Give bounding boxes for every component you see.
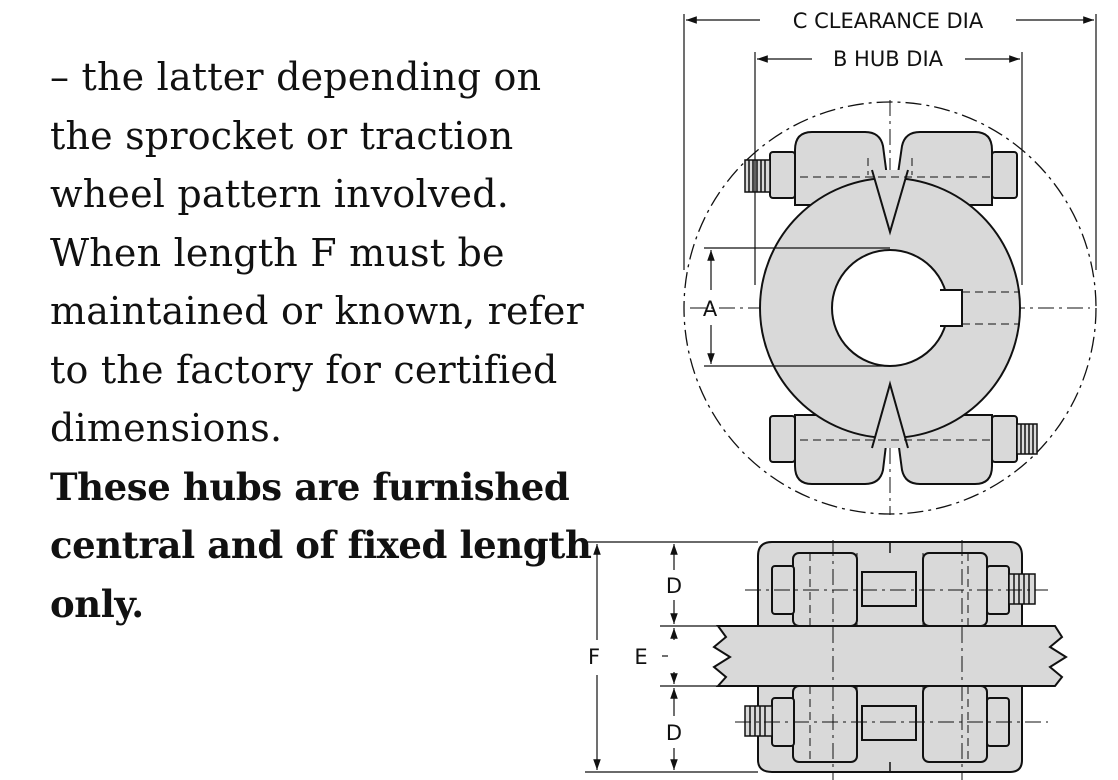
- text-line: When length F must be: [50, 230, 505, 275]
- label-clearance-dia: C CLEARANCE DIA: [793, 9, 984, 33]
- text-line: maintained or known, refer: [50, 289, 584, 333]
- top-bolt-threads: [744, 159, 771, 193]
- bold-note-line: central and of fixed length: [50, 523, 592, 567]
- bold-note-line: These hubs are furnished: [50, 464, 570, 509]
- bold-note-line: only.: [50, 581, 144, 626]
- end-view: [683, 14, 1097, 515]
- text-line: the sprocket or traction: [50, 113, 514, 158]
- label-e: E: [634, 645, 647, 669]
- sprocket-plate: [712, 625, 1068, 687]
- text-line: – the latter depending on: [50, 55, 542, 99]
- side-view: [585, 540, 1068, 780]
- label-f: F: [588, 645, 600, 669]
- text-line: dimensions.: [50, 406, 283, 450]
- bore: [831, 249, 949, 367]
- description-text: – the latter depending on the sprocket o…: [50, 48, 592, 633]
- label-a: A: [703, 297, 718, 321]
- label-d-top: D: [666, 574, 682, 598]
- label-hub-dia: B HUB DIA: [833, 47, 944, 71]
- bottom-bolt-threads: [1016, 423, 1038, 455]
- upper-hub-half: [757, 541, 1023, 627]
- label-d-bottom: D: [666, 721, 682, 745]
- keyway: [940, 289, 963, 327]
- lower-hub-half: [757, 685, 1023, 773]
- text-line: to the factory for certified: [50, 347, 558, 392]
- text-line: wheel pattern involved.: [50, 172, 510, 216]
